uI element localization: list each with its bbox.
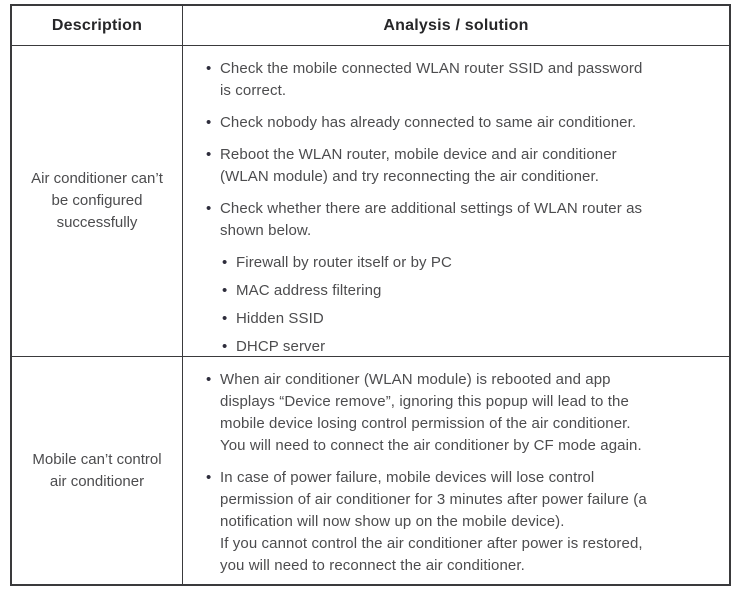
description-text: Air conditioner can’t be configured succ…	[31, 170, 163, 231]
bullet-icon: •	[222, 338, 228, 355]
column-header-analysis-solution-label: Analysis / solution	[383, 16, 529, 34]
list-item-text: Check the mobile connected WLAN router S…	[220, 60, 643, 99]
analysis-cell-control-issue: • When air conditioner (WLAN module) is …	[183, 357, 729, 584]
list-item-text: MAC address filtering	[236, 282, 382, 299]
description-cell-configure-issue: Air conditioner can’t be configured succ…	[12, 46, 183, 357]
list-item-text: Hidden SSID	[236, 310, 324, 327]
list-item: • In case of power failure, mobile devic…	[206, 467, 721, 577]
list-item: • Check nobody has already connected to …	[206, 112, 721, 134]
list-subitem: • Firewall by router itself or by PC	[222, 252, 721, 274]
list-item: • Check whether there are additional set…	[206, 198, 721, 242]
column-header-analysis-solution: Analysis / solution	[183, 6, 729, 46]
list-item: • Check the mobile connected WLAN router…	[206, 58, 721, 102]
list-item-text: In case of power failure, mobile devices…	[220, 469, 647, 574]
analysis-cell-configure-issue: • Check the mobile connected WLAN router…	[183, 46, 729, 357]
column-header-description-label: Description	[51, 16, 143, 34]
bullet-icon: •	[206, 146, 212, 163]
list-subitem: • MAC address filtering	[222, 280, 721, 302]
list-item: • When air conditioner (WLAN module) is …	[206, 369, 721, 457]
troubleshooting-table: Description Analysis / solution Air cond…	[10, 4, 731, 586]
list-item-text: Check nobody has already connected to sa…	[220, 114, 637, 131]
description-text: Mobile can’t control air conditioner	[32, 450, 162, 490]
list-item-text: When air conditioner (WLAN module) is re…	[220, 371, 642, 454]
list-subitem: • DHCP server	[222, 336, 721, 356]
bullet-icon: •	[206, 60, 212, 77]
bullet-icon: •	[206, 114, 212, 131]
list-item-text: Firewall by router itself or by PC	[236, 254, 452, 271]
description-cell-control-issue: Mobile can’t control air conditioner	[12, 357, 183, 584]
bullet-icon: •	[222, 310, 228, 327]
column-header-description: Description	[12, 6, 183, 46]
list-item-text: Check whether there are additional setti…	[220, 200, 643, 239]
bullet-icon: •	[206, 200, 212, 217]
list-item-text: Reboot the WLAN router, mobile device an…	[220, 146, 617, 185]
list-subitem: • Hidden SSID	[222, 308, 721, 330]
bullet-icon: •	[222, 282, 228, 299]
list-item: • Reboot the WLAN router, mobile device …	[206, 144, 721, 188]
bullet-icon: •	[206, 469, 212, 486]
bullet-icon: •	[222, 254, 228, 271]
list-item-text: DHCP server	[236, 338, 326, 355]
bullet-icon: •	[206, 371, 212, 388]
